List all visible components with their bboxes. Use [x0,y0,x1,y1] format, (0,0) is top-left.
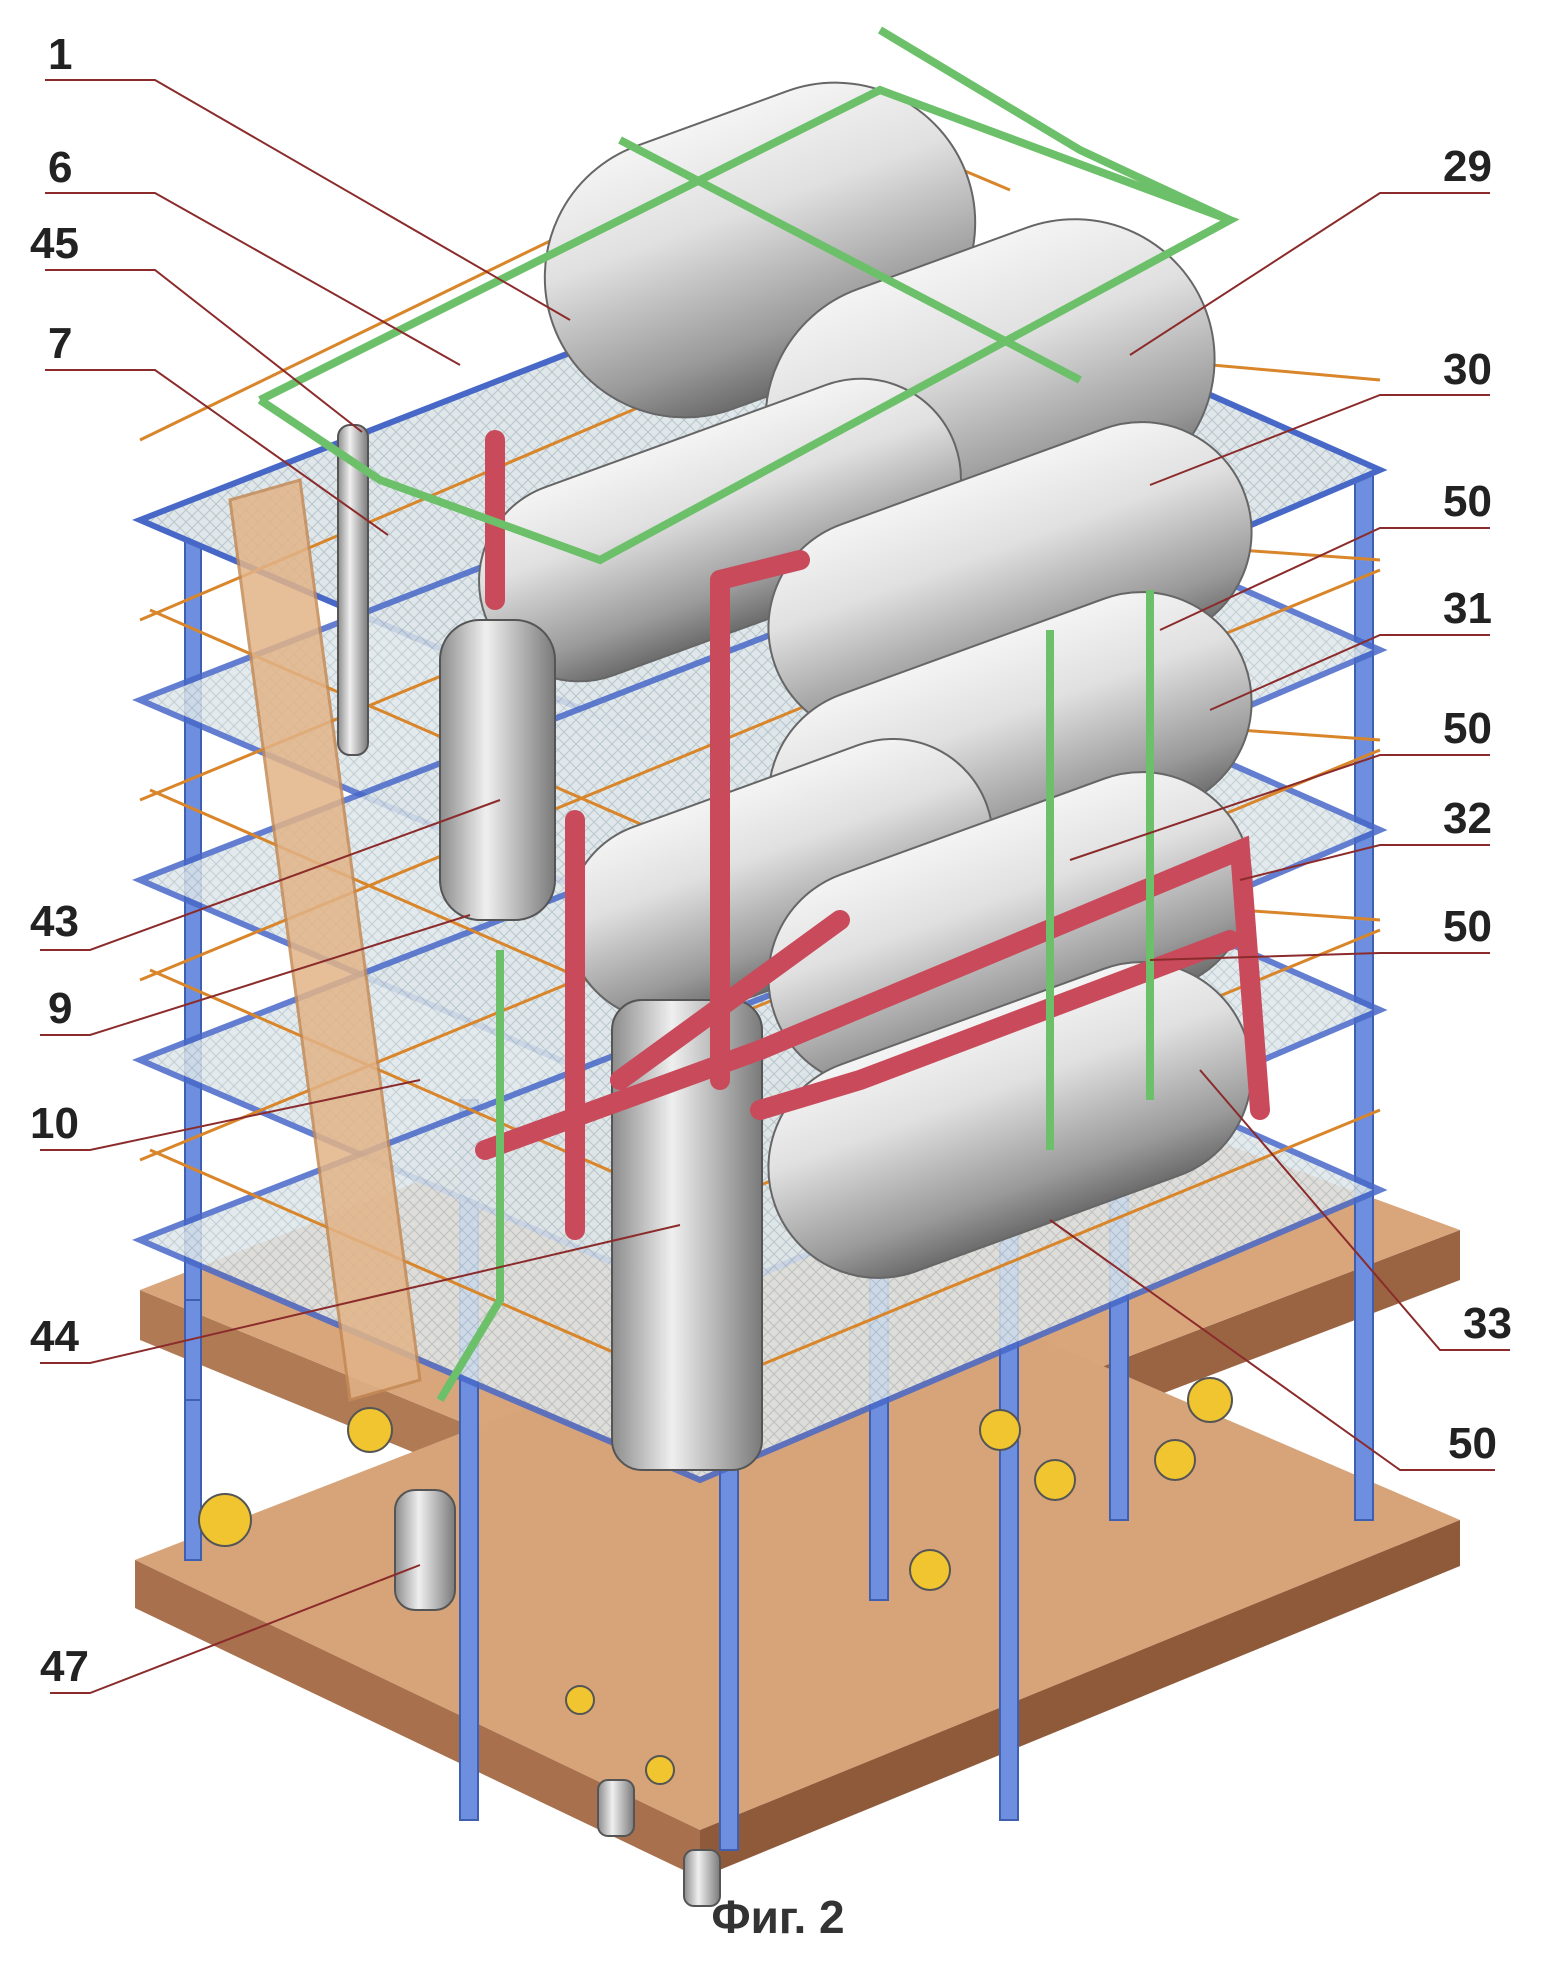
callout-29: 29 [1443,145,1492,189]
callout-7: 7 [48,322,72,366]
callout-1: 1 [48,33,72,77]
callout-50-b: 50 [1443,707,1492,751]
figure-caption: Фиг. 2 [0,1890,1556,1944]
callout-45: 45 [30,222,79,266]
callout-33: 33 [1463,1302,1512,1346]
callout-43: 43 [30,900,79,944]
callout-31: 31 [1443,587,1492,631]
callout-47: 47 [40,1645,89,1689]
callout-50-c: 50 [1443,905,1492,949]
callout-6: 6 [48,146,72,190]
callout-9: 9 [48,987,72,1031]
callout-50-a: 50 [1443,480,1492,524]
callout-50-d: 50 [1448,1422,1497,1466]
callout-44: 44 [30,1315,79,1359]
callout-32: 32 [1443,797,1492,841]
callout-30: 30 [1443,348,1492,392]
callout-10: 10 [30,1102,79,1146]
